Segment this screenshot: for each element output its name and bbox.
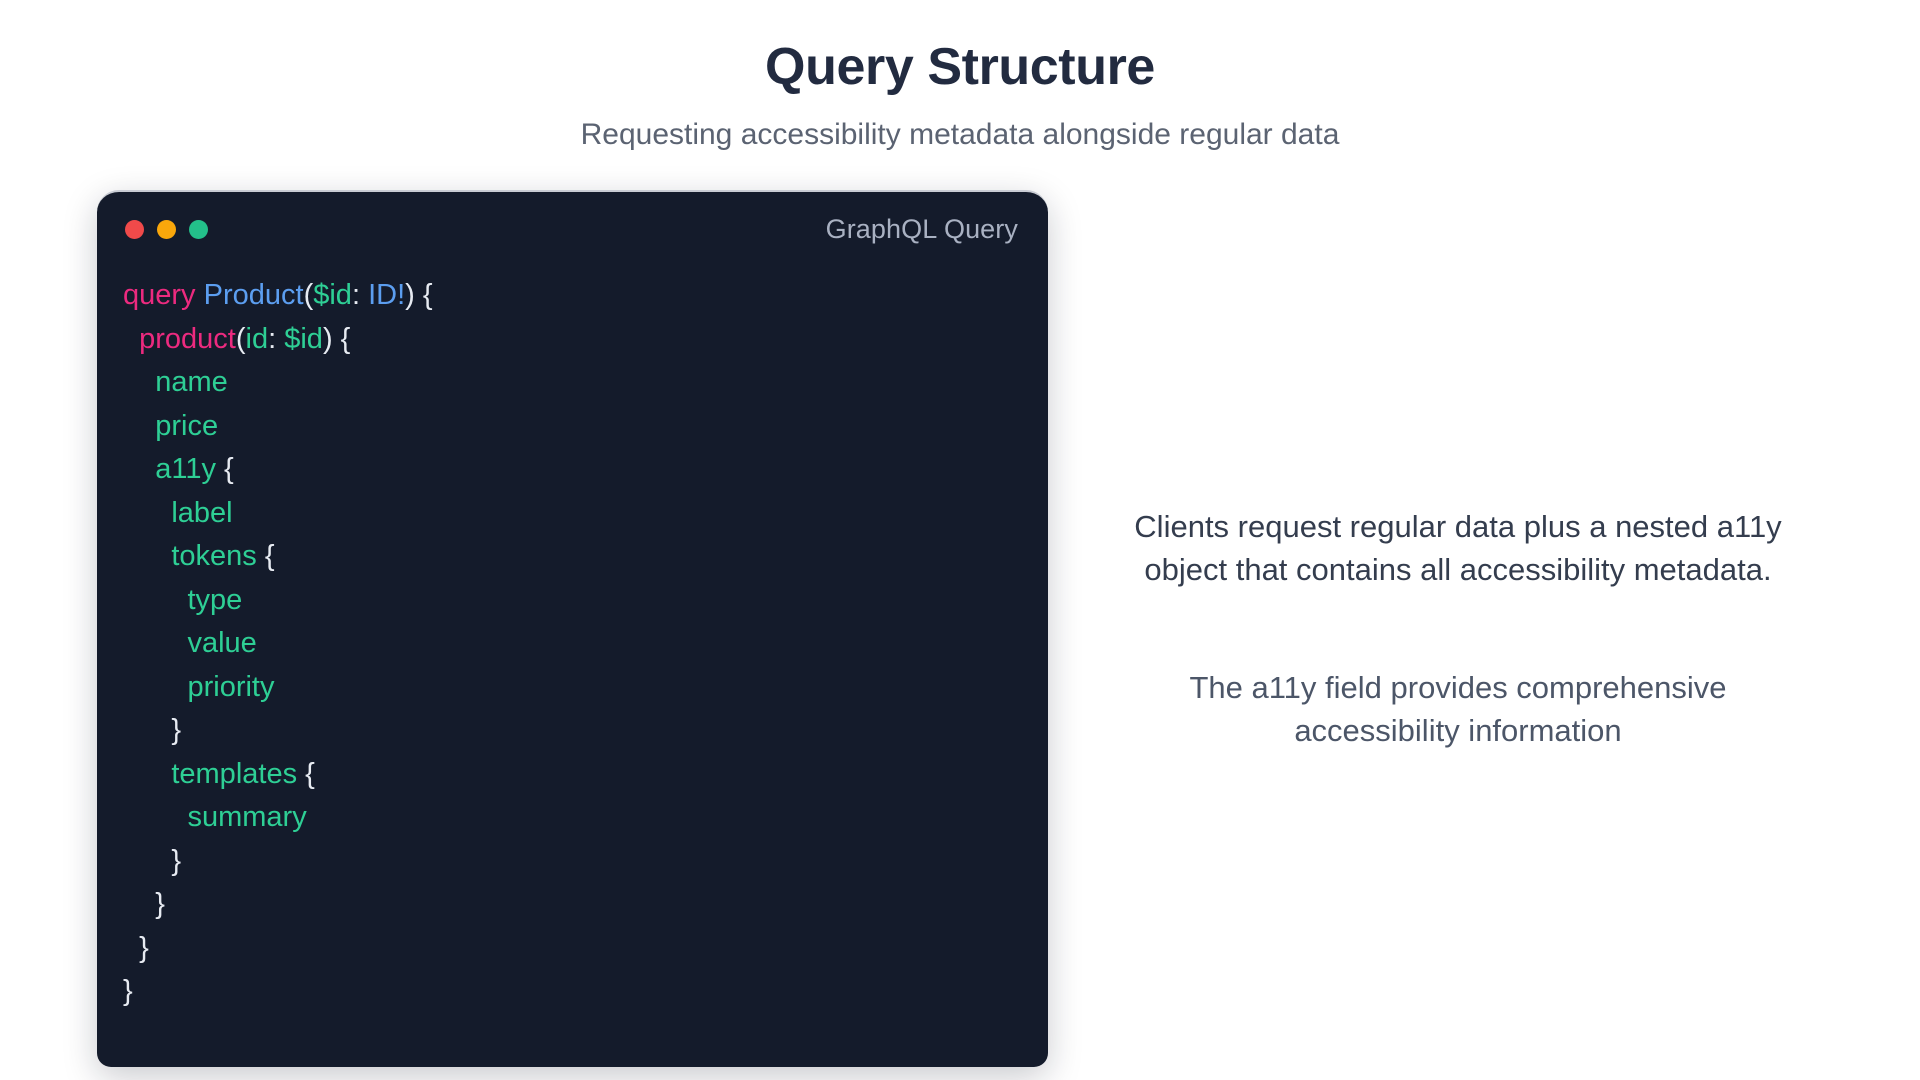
code-line: query Product($id: ID!) { (123, 274, 1048, 318)
code-token: ID! (368, 279, 406, 311)
slide-body: GraphQL Query query Product($id: ID!) { … (0, 190, 1920, 1080)
code-token: name (155, 366, 228, 398)
code-token: ( (303, 279, 314, 311)
code-token: { (256, 540, 275, 572)
code-token: templates (171, 757, 298, 790)
code-token: $id (284, 322, 323, 355)
code-token (123, 323, 139, 355)
code-token: : (351, 279, 369, 311)
code-line: } (123, 883, 1048, 927)
note-primary: Clients request regular data plus a nest… (1134, 509, 1782, 588)
code-line: product(id: $id) { (123, 318, 1048, 362)
code-token (123, 366, 155, 398)
code-token: type (187, 583, 243, 616)
note-secondary: The a11y field provides comprehensive ac… (1189, 669, 1727, 748)
close-button-icon[interactable] (125, 219, 144, 239)
code-token (123, 584, 187, 616)
code-line: type (123, 579, 1048, 623)
code-token (123, 410, 155, 442)
code-token: : (268, 322, 285, 355)
code-token: Product (203, 279, 304, 311)
code-token (123, 801, 187, 833)
code-line: priority (123, 666, 1048, 710)
code-token: product (139, 322, 236, 355)
code-token: ) { (322, 322, 351, 355)
code-token: $id (313, 279, 352, 311)
code-line: label (123, 492, 1048, 536)
code-line: tokens { (123, 535, 1048, 579)
code-token (123, 497, 171, 529)
minimize-button-icon[interactable] (157, 219, 176, 239)
code-token: } (123, 931, 149, 964)
code-token: a11y (155, 453, 216, 485)
code-token: price (155, 409, 219, 442)
code-token (196, 279, 204, 311)
code-token: tokens (171, 540, 257, 572)
code-line: } (123, 927, 1048, 971)
code-token: priority (187, 670, 275, 703)
code-token: value (187, 627, 257, 659)
code-window: GraphQL Query query Product($id: ID!) { … (97, 190, 1048, 1067)
code-line: } (123, 840, 1048, 884)
code-token: { (215, 453, 234, 485)
maximize-button-icon[interactable] (189, 219, 208, 239)
code-line: } (123, 970, 1048, 1014)
code-line: value (123, 622, 1048, 666)
code-line: price (123, 405, 1048, 449)
code-block[interactable]: query Product($id: ID!) { product(id: $i… (97, 266, 1048, 1014)
code-line: summary (123, 796, 1048, 840)
page-subtitle: Requesting accessibility metadata alongs… (580, 118, 1340, 152)
code-token: summary (187, 801, 307, 833)
code-line: templates { (123, 753, 1048, 797)
code-token: } (123, 844, 182, 877)
code-token: ) { (405, 279, 433, 311)
code-window-label: GraphQL Query (825, 213, 1018, 244)
code-token (123, 758, 171, 790)
code-token (123, 453, 155, 485)
code-token: label (171, 496, 233, 529)
code-token: id (245, 322, 269, 355)
code-token (123, 627, 187, 659)
code-line: } (123, 709, 1048, 753)
code-token: } (123, 888, 165, 920)
explanation-panel: Clients request regular data plus a nest… (1096, 190, 1820, 1067)
code-line: a11y { (123, 448, 1048, 492)
code-token: } (123, 975, 133, 1007)
code-token (123, 540, 171, 572)
code-token: query (123, 279, 196, 311)
code-token (123, 671, 187, 703)
code-token: ( (235, 322, 246, 355)
slide-header: Query Structure Requesting accessibility… (0, 38, 1920, 153)
code-token: { (297, 757, 315, 790)
page-title: Query Structure (765, 38, 1155, 96)
code-line: name (123, 361, 1048, 405)
code-token: } (123, 714, 182, 746)
code-window-titlebar: GraphQL Query (97, 192, 1048, 266)
window-controls (125, 219, 208, 239)
